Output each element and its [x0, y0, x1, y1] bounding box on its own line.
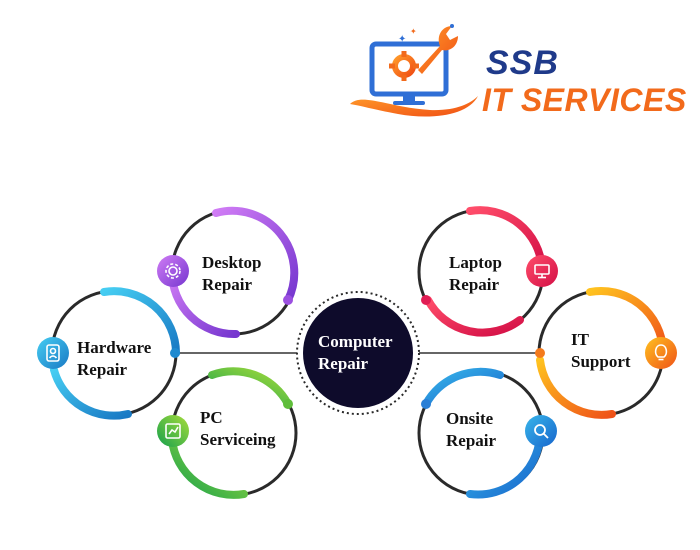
- lightbulb-icon: [654, 344, 668, 361]
- node-onsite-repair: [417, 367, 557, 499]
- node-it-support: [535, 287, 677, 419]
- label-desktop-repair: Desktop Repair: [202, 252, 262, 296]
- label-line1: Onsite: [446, 409, 494, 428]
- node-pc-serviceing: [157, 367, 298, 499]
- user-icon: [46, 344, 60, 362]
- logo-swoosh: [350, 96, 478, 117]
- center-label: Computer Repair: [318, 331, 393, 375]
- label-line2: Repair: [446, 431, 497, 450]
- label-line2: Support: [571, 352, 631, 371]
- search-icon: [534, 424, 549, 439]
- badge: [157, 255, 189, 287]
- node-dot: [283, 399, 293, 409]
- label-line2: Repair: [449, 275, 500, 294]
- label-line1: Hardware: [77, 338, 152, 357]
- node-dot: [170, 348, 180, 358]
- logo-title: SSB: [486, 44, 559, 82]
- logo-graphic: ✦ ✦: [350, 24, 478, 117]
- badge: [525, 415, 557, 447]
- node-laptop-repair: [417, 206, 558, 337]
- node-dot: [283, 295, 293, 305]
- svg-text:✦: ✦: [410, 27, 417, 36]
- badge: [645, 337, 677, 369]
- label-line2: Repair: [202, 275, 253, 294]
- node-dot: [421, 399, 431, 409]
- badge: [526, 255, 558, 287]
- monitor-icon: [369, 41, 449, 97]
- wrench-icon: [418, 26, 458, 74]
- center-hub: [296, 291, 420, 415]
- gear-icon: [389, 51, 419, 81]
- node-dot: [535, 348, 545, 358]
- label-line1: Desktop: [202, 253, 262, 272]
- label-onsite-repair: Onsite Repair: [446, 408, 496, 452]
- label-laptop-repair: Laptop Repair: [449, 252, 502, 296]
- label-hardware-repair: Hardware Repair: [77, 337, 151, 381]
- label-line2: Serviceing: [200, 430, 276, 449]
- svg-text:✦: ✦: [398, 34, 406, 45]
- label-line1: IT: [571, 330, 589, 349]
- monitor-icon: [534, 264, 550, 279]
- center-label-line2: Repair: [318, 354, 369, 373]
- node-desktop-repair: [157, 206, 299, 339]
- label-line1: Laptop: [449, 253, 502, 272]
- label-pc-serviceing: PC Serviceing: [200, 407, 276, 451]
- label-it-support: IT Support: [571, 329, 631, 373]
- label-line2: Repair: [77, 360, 128, 379]
- gear-icon: [165, 263, 181, 279]
- label-line1: PC: [200, 408, 223, 427]
- center-label-line1: Computer: [318, 332, 393, 351]
- chart-icon: [165, 423, 181, 439]
- node-hardware-repair: [37, 287, 180, 420]
- node-dot: [421, 295, 431, 305]
- logo-subtitle: IT SERVICES: [482, 82, 687, 118]
